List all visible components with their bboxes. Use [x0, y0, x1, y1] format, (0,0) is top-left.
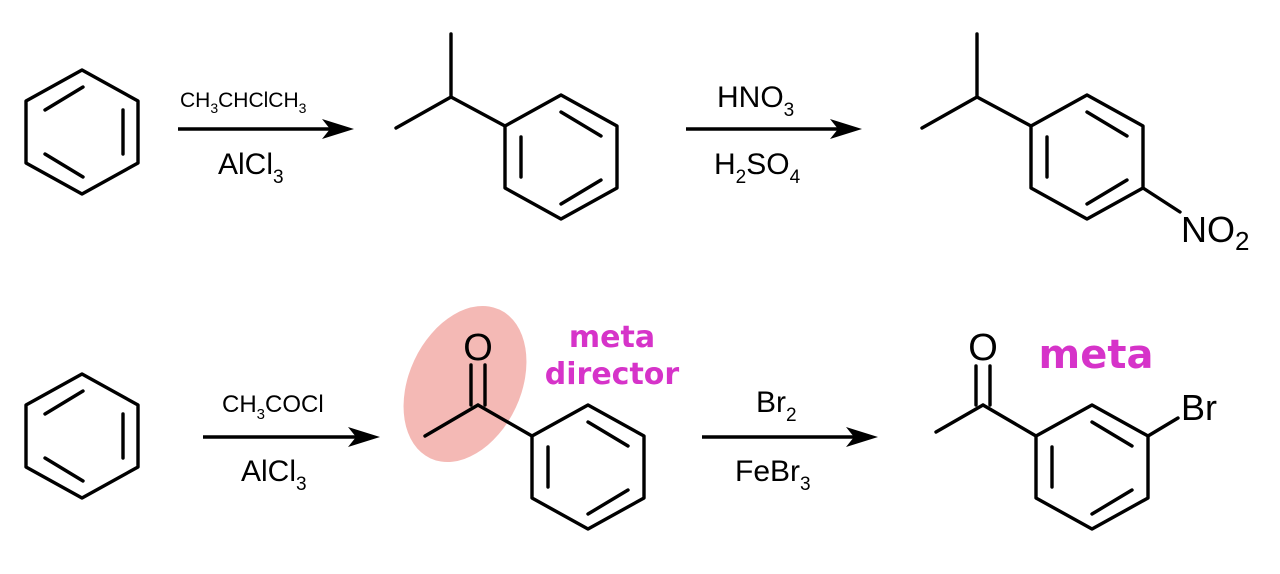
reaction-arrow-4 — [702, 427, 878, 447]
reagent-isopropyl-chloride: CH3CHClCH3 — [180, 89, 307, 116]
reaction-arrow-2 — [686, 119, 862, 139]
para-nitrocumene-product — [920, 32, 1182, 221]
product-carbonyl-oxygen-label: O — [968, 327, 998, 369]
benzene-reactant-1 — [24, 68, 140, 196]
reagent-acetyl-chloride: CH3COCl — [222, 391, 324, 423]
reagent-nitric-acid: HNO3 — [717, 81, 794, 121]
reagent-iron-bromide: FeBr3 — [735, 455, 811, 495]
reagent-aluminum-chloride-1: AlCl3 — [218, 148, 284, 188]
meta-director-label-line1: meta — [569, 320, 655, 355]
reagent-aluminum-chloride-2: AlCl3 — [241, 455, 307, 495]
reagent-bromine: Br2 — [756, 386, 797, 426]
acyl-group-highlight — [403, 306, 527, 462]
reagent-sulfuric-acid: H2SO4 — [714, 148, 801, 188]
reaction-arrow-3 — [203, 427, 380, 447]
meta-position-label: meta — [1039, 332, 1154, 378]
benzene-reactant-2 — [24, 372, 140, 500]
acetophenone-product — [423, 363, 646, 531]
nitro-group-label: NO2 — [1181, 209, 1249, 256]
cumene-product — [394, 32, 619, 221]
bromine-substituent-label: Br — [1181, 387, 1217, 428]
meta-director-label-line2: director — [545, 357, 680, 392]
carbonyl-oxygen-label: O — [463, 327, 493, 369]
reaction-arrow-1 — [178, 119, 354, 139]
meta-bromoacetophenone-product — [934, 364, 1180, 531]
